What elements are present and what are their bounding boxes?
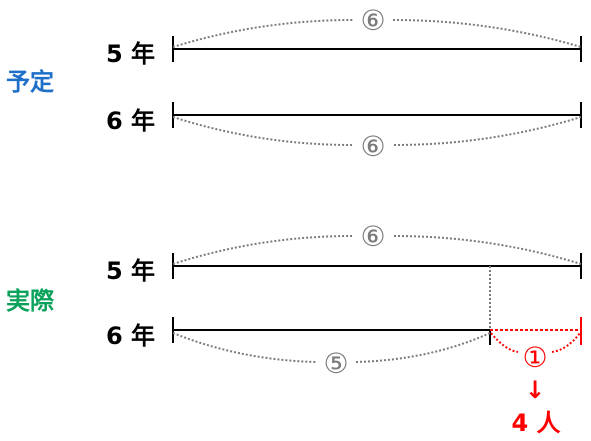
actual-5-brace-right	[393, 235, 582, 265]
plan-6-brace-left	[172, 116, 353, 146]
actual-5-brace-left	[172, 235, 353, 265]
actual-5-brace-label: ⑥	[360, 220, 385, 253]
row-label-plan-6: 6 年	[106, 107, 155, 135]
row-label-actual-6: 6 年	[106, 322, 155, 350]
section-label-actual: 実際	[6, 287, 54, 315]
row-label-plan-5: 5 年	[106, 40, 155, 68]
plan-5-brace-label: ⑥	[360, 4, 385, 37]
plan-5-brace-left	[172, 19, 354, 48]
result-arrow: ↓	[525, 376, 545, 404]
actual-6-shortfall-brace-right	[551, 332, 581, 353]
actual-6-brace-left	[172, 332, 317, 363]
actual-6-shortfall-brace-left	[490, 332, 519, 353]
actual-6-brace-label: ⑤	[323, 347, 348, 380]
plan-6-brace-label: ⑥	[360, 130, 385, 163]
section-label-plan: 予定	[6, 68, 54, 96]
plan-5-brace-right	[392, 19, 582, 48]
plan-6-brace-right	[393, 116, 582, 146]
actual-6-shortfall-label: ①	[522, 341, 547, 374]
row-label-actual-5: 5 年	[106, 257, 155, 285]
actual-6-brace-right	[355, 332, 491, 363]
result-text: 4 人	[511, 409, 560, 437]
